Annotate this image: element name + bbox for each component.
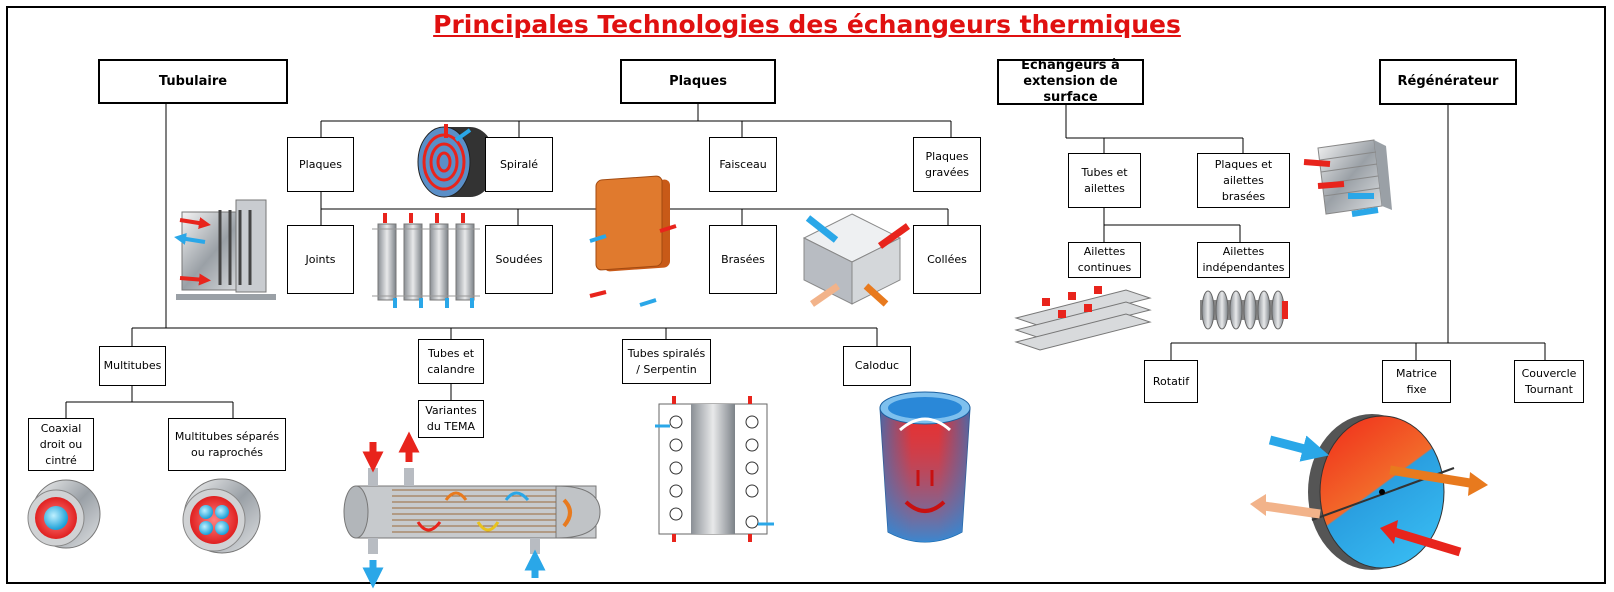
shell-and-tube-illustration — [343, 431, 601, 589]
node-ailettes-continues: Ailettes continues — [1068, 242, 1141, 278]
node-brasees: Brasées — [709, 225, 777, 294]
diagram-frame — [6, 6, 1606, 584]
plate-frame-illustration — [174, 199, 276, 300]
diagram-title: Principales Technologies des échangeurs … — [433, 10, 1181, 39]
node-tubes-ailettes: Tubes et ailettes — [1068, 153, 1141, 208]
plate-fin-block-illustration — [1303, 139, 1392, 217]
node-multitubes: Multitubes — [99, 346, 166, 386]
bonded-plates-cube-illustration — [802, 213, 911, 307]
node-variantes-tema: Variantes du TEMA — [418, 400, 484, 438]
category-plaques: Plaques — [620, 59, 776, 104]
node-plaques: Plaques — [287, 137, 354, 192]
spiral-exchanger-illustration — [417, 124, 496, 198]
independent-fins-illustration — [1200, 290, 1288, 330]
node-soudees: Soudées — [485, 225, 553, 294]
welded-plates-illustration — [372, 213, 480, 308]
node-coaxial: Coaxial droit ou cintré — [28, 418, 94, 471]
node-spirale: Spiralé — [485, 137, 553, 192]
node-multitubes-separes: Multitubes séparés ou raprochés — [168, 418, 286, 471]
multitube-illustration — [182, 478, 261, 554]
brazed-plates-illustration — [589, 175, 677, 307]
node-joints: Joints — [287, 225, 354, 294]
node-tubes-calandre: Tubes et calandre — [418, 339, 484, 384]
node-plaques-ailettes: Plaques et ailettes brasées — [1197, 153, 1290, 208]
node-ailettes-independantes: Ailettes indépendantes — [1197, 242, 1290, 278]
node-couvercle-tournant: Couvercle Tournant — [1514, 360, 1584, 403]
node-rotatif: Rotatif — [1144, 360, 1198, 403]
category-regenerateur: Régénérateur — [1379, 59, 1517, 105]
serpentine-illustration — [655, 396, 774, 542]
coaxial-tube-illustration — [27, 479, 101, 549]
category-extension-surface: Echangeurs à extension de surface — [997, 58, 1144, 105]
rotary-wheel-illustration — [1250, 414, 1488, 570]
node-caloduc: Caloduc — [843, 346, 911, 386]
node-collees: Collées — [913, 225, 981, 294]
heat-pipe-illustration — [879, 391, 971, 543]
continuous-fins-illustration — [1014, 286, 1152, 351]
node-plaques-gravees: Plaques gravées — [913, 137, 981, 192]
node-matrice-fixe: Matrice fixe — [1382, 360, 1451, 403]
node-tubes-spirales: Tubes spiralés / Serpentin — [622, 339, 711, 384]
category-tubulaire: Tubulaire — [98, 59, 288, 104]
node-faisceau: Faisceau — [709, 137, 777, 192]
